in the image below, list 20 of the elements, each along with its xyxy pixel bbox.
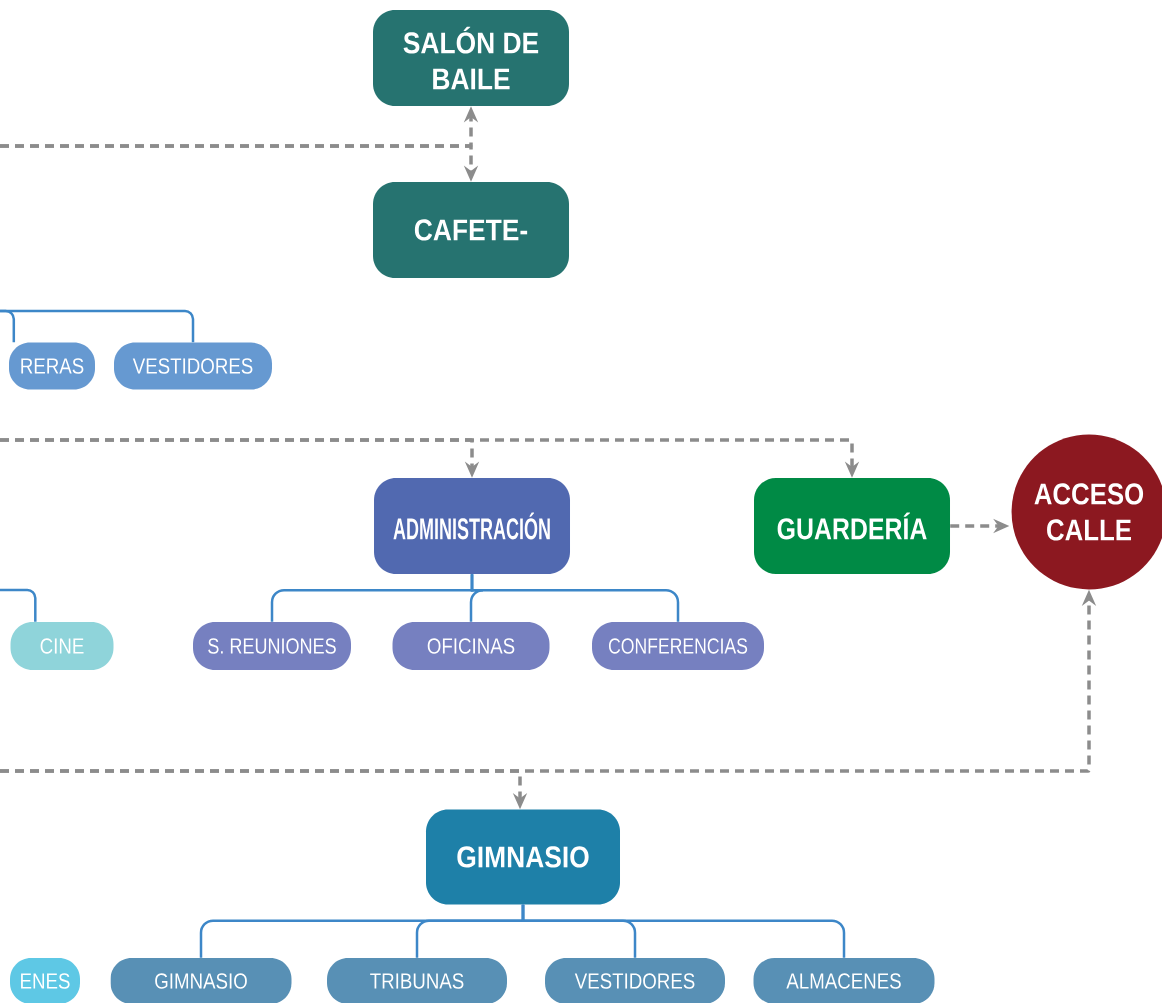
rounded-box: OFICINAS <box>392 622 550 670</box>
rounded-box: ENES <box>10 958 80 1003</box>
rounded-box: CONFERENCIAS <box>592 622 764 670</box>
rounded-box: GUARDERÍA <box>754 478 950 574</box>
rounded-box: S. REUNIONES <box>193 622 351 670</box>
connector-line <box>0 588 37 622</box>
rounded-box: CAFETE- <box>373 182 569 278</box>
rounded-box: CINE <box>10 622 114 670</box>
rounded-box: ALMACENES <box>753 958 935 1003</box>
rounded-box: VESTIDORES <box>545 958 725 1003</box>
connector-line <box>0 309 195 343</box>
connector-line <box>521 904 846 958</box>
rounded-box: VESTIDORES <box>114 342 272 390</box>
rounded-box: GIMNASIO <box>426 809 620 905</box>
connector-line <box>470 574 680 622</box>
rounded-box: ADMINISTRACIÓN <box>374 478 570 574</box>
rounded-box: TRIBUNAS <box>327 958 507 1003</box>
rounded-box: RERAS <box>9 342 95 390</box>
rounded-box: SALÓN DE BAILE <box>373 10 569 106</box>
rounded-box: GIMNASIO <box>110 958 292 1003</box>
